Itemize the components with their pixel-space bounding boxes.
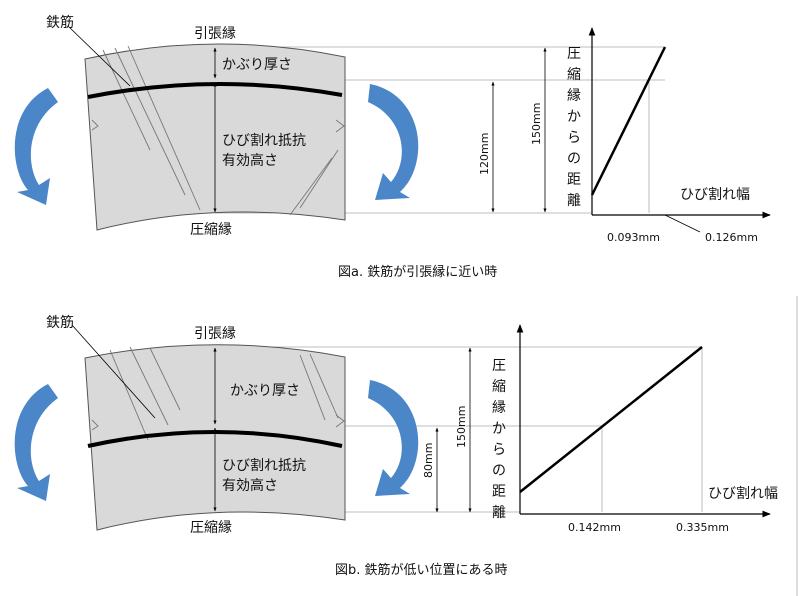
figure-b-cover-label: かぶり厚さ: [230, 383, 300, 399]
figure-a-right-bending-arrow: [368, 84, 419, 200]
figure-b-y-char: 距: [492, 484, 506, 500]
figure-a-crack-width-line: [590, 46, 667, 196]
figure-b-dim-150-label: 150mm: [455, 406, 468, 448]
figure-a-y-char: か: [567, 109, 581, 125]
figure-a: 鉄筋 引張縁 かぶり厚さ ひび割れ抵抗 有効高さ 圧縮縁 120mm 150mm…: [14, 14, 771, 280]
figure-b-y-axis-label: 圧 縮 縁 か ら の 距 離: [492, 358, 506, 521]
figure-a-y-char: の: [567, 151, 581, 167]
figure-b-compression-edge-label: 圧縮縁: [190, 520, 232, 536]
figure-a-tension-edge-label: 引張縁: [194, 26, 236, 42]
figure-b-y-char: 圧: [492, 358, 506, 374]
figure-b-y-char: 離: [492, 504, 506, 521]
figure-b-y-char: ら: [492, 442, 506, 458]
figure-b-y-char: か: [492, 421, 506, 437]
figure-b-rebar-leader: [71, 324, 156, 419]
figure-b-x-tick-2: 0.335mm: [676, 521, 729, 534]
figure-b-left-bending-arrow: [14, 384, 58, 501]
figure-a-tick-leader: [664, 214, 701, 233]
figure-a-compression-edge-label: 圧縮縁: [190, 222, 232, 238]
figure-b-y-char: 縮: [492, 379, 506, 395]
figure-b-tension-edge-label: 引張縁: [194, 326, 236, 342]
figure-a-y-char: 縮: [567, 67, 581, 83]
figure-a-dim-120-label: 120mm: [478, 133, 491, 175]
figure-b-dim-80-label: 80mm: [422, 443, 435, 478]
figure-b-x-axis-label: ひび割れ幅: [708, 485, 778, 502]
figure-a-y-axis-label: 圧 縮 縁 か ら の 距 離: [567, 46, 581, 209]
figure-a-y-char: 離: [567, 192, 581, 209]
figure-a-y-char: 縁: [567, 88, 581, 104]
figure-a-caption: 図a. 鉄筋が引張縁に近い時: [338, 264, 497, 280]
figure-b-crack-lines: [91, 346, 345, 441]
figure-a-dim-150-label: 150mm: [530, 103, 543, 145]
figure-b-rebar-label: 鉄筋: [46, 314, 74, 331]
figure-b: 鉄筋 引張縁 かぶり厚さ ひび割れ抵抗 有効高さ 圧縮縁 80mm 150mm …: [14, 314, 778, 578]
figure-a-rebar-leader: [67, 25, 131, 87]
figure-a-crack-lines: [91, 45, 345, 216]
figure-b-right-bending-arrow: [368, 380, 419, 496]
figure-a-x-tick-1: 0.093mm: [607, 231, 660, 244]
figure-b-y-char: の: [492, 463, 506, 479]
figure-a-y-char: 圧: [567, 46, 581, 62]
figure-a-x-axis-label: ひび割れ幅: [680, 186, 750, 203]
figure-b-caption: 図b. 鉄筋が低い位置にある時: [335, 562, 508, 578]
figure-a-rebar-label: 鉄筋: [46, 14, 74, 31]
figure-b-effective-line2: 有効高さ: [222, 477, 278, 494]
figure-a-y-char: 距: [567, 172, 581, 188]
figure-b-x-tick-1: 0.142mm: [568, 521, 621, 534]
figure-a-cover-label: かぶり厚さ: [222, 57, 292, 73]
figure-a-x-tick-2: 0.126mm: [705, 231, 758, 244]
figure-b-effective-line1: ひび割れ抵抗: [222, 457, 306, 474]
figure-b-crack-width-line: [519, 346, 703, 493]
figure-a-y-char: ら: [567, 130, 581, 146]
figure-b-y-char: 縁: [492, 400, 506, 416]
figure-a-effective-line1: ひび割れ抵抗: [222, 132, 306, 149]
figure-a-left-bending-arrow: [14, 88, 58, 205]
figure-a-effective-line2: 有効高さ: [222, 152, 278, 169]
